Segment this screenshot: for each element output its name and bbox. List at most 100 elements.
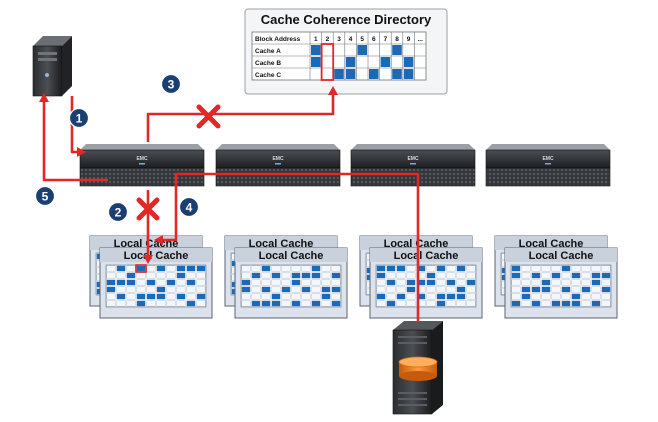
cache-panel-front: Local Cache [234, 247, 348, 319]
cache-cell [511, 272, 521, 279]
cache-cell [116, 279, 126, 286]
cache-cell [166, 300, 176, 307]
cache-cell [446, 279, 456, 286]
cache-cell [126, 265, 136, 272]
directory-cell-set [334, 69, 344, 79]
cache-cell [436, 279, 446, 286]
cache-cell [541, 279, 551, 286]
cache-cell [331, 293, 341, 300]
cache-cell [376, 265, 386, 272]
cache-cell [311, 265, 321, 272]
step-circle [68, 107, 90, 129]
cache-cell [241, 286, 251, 293]
cache-cell [261, 265, 271, 272]
cache-cell [311, 279, 321, 286]
cache-cell [331, 272, 341, 279]
cache-cell [561, 272, 571, 279]
cache-cell [456, 286, 466, 293]
cache-cell [581, 286, 591, 293]
cache-grid [375, 264, 477, 308]
cache-cell [136, 279, 146, 286]
server-badge: EMC [542, 156, 554, 162]
cache-cell [331, 279, 341, 286]
cache-cell [406, 286, 416, 293]
directory-col-header: 7 [384, 36, 388, 43]
cache-cell [126, 279, 136, 286]
server-badge: EMC [407, 156, 419, 162]
storage-server: EMC [79, 144, 205, 187]
step-badge: 1 [68, 107, 90, 129]
cache-cell [396, 300, 406, 307]
cache-cell [271, 265, 281, 272]
directory-cell-set [357, 45, 367, 55]
cache-cell [271, 293, 281, 300]
cache-cell [196, 272, 206, 279]
cache-cell [436, 272, 446, 279]
cache-cell [321, 286, 331, 293]
cache-cell [396, 272, 406, 279]
directory-col-header: 9 [407, 36, 411, 43]
cache-cell [321, 265, 331, 272]
cache-cell [166, 265, 176, 272]
cache-cell [406, 293, 416, 300]
directory-col-header: 2 [326, 36, 330, 43]
cache-panel-title: Local Cache [394, 250, 459, 262]
cache-cell [116, 293, 126, 300]
server-badge: EMC [136, 156, 148, 162]
cache-cell [196, 286, 206, 293]
cache-cell [126, 293, 136, 300]
cache-cell [196, 265, 206, 272]
cache-panel-header [100, 248, 212, 262]
step-circle [34, 185, 56, 207]
cache-cell [156, 300, 166, 307]
directory-row-label: Cache C [255, 72, 281, 79]
cache-cell [281, 265, 291, 272]
cache-cell [561, 286, 571, 293]
cache-cell [156, 286, 166, 293]
cache-cell [531, 293, 541, 300]
step-circle [107, 201, 129, 223]
cache-cell [591, 265, 601, 272]
cache-cell [291, 286, 301, 293]
cache-cell [581, 293, 591, 300]
cache-cell [166, 293, 176, 300]
cache-cell [301, 300, 311, 307]
cache-cell [386, 293, 396, 300]
cache-cell [126, 300, 136, 307]
directory-cell-set [345, 69, 356, 79]
server-led [410, 163, 416, 165]
cache-cell [251, 272, 261, 279]
cache-cell [561, 279, 571, 286]
cache-cell [301, 286, 311, 293]
cache-cell [166, 279, 176, 286]
cache-cell [241, 279, 251, 286]
cache-cell [176, 293, 186, 300]
cache-cell [531, 272, 541, 279]
cache-cell [571, 300, 581, 307]
cache-cell [321, 272, 331, 279]
server-led [139, 163, 145, 165]
cache-grid [105, 264, 207, 308]
arrowhead-4 [154, 235, 163, 245]
cache-cell [291, 300, 301, 307]
cache-cell [186, 265, 196, 272]
directory-cell-set [369, 69, 379, 79]
cache-cell [166, 286, 176, 293]
cache-cell [376, 272, 386, 279]
cache-cell [301, 293, 311, 300]
cache-cell [116, 300, 126, 307]
cache-cell [601, 272, 611, 279]
cache-cell [426, 272, 436, 279]
cache-cell [531, 279, 541, 286]
cache-cell [591, 286, 601, 293]
arrowhead-5 [39, 93, 49, 102]
cache-cell [261, 272, 271, 279]
cache-cell [311, 293, 321, 300]
step-number: 2 [115, 206, 122, 220]
cache-cell [331, 265, 341, 272]
path-step-4 [160, 172, 420, 322]
cache-cell [446, 265, 456, 272]
cache-cell [291, 265, 301, 272]
